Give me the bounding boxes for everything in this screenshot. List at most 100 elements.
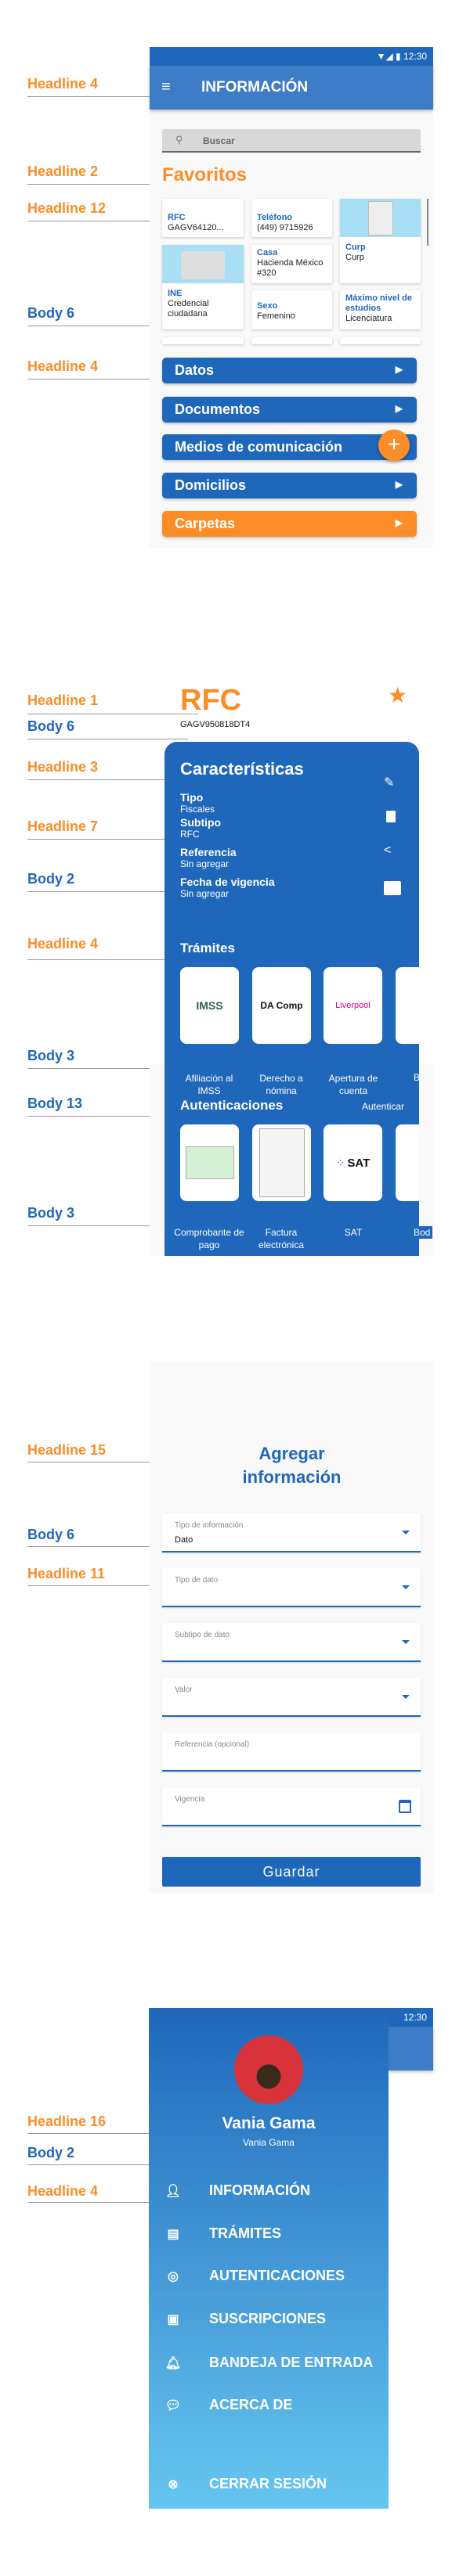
wifi-icon: ▼◢ ▮ xyxy=(376,51,403,62)
dacomp-logo: DA Comp xyxy=(260,1000,303,1011)
menu-item-bandeja[interactable]: 🔔︎BANDEJA DE ENTRADA xyxy=(161,2355,374,2371)
auth-tile-partial[interactable] xyxy=(396,1124,419,1201)
annotation-label: Headline 1 xyxy=(27,693,99,708)
auth-tile-sat[interactable]: ⁘SAT xyxy=(324,1124,382,1201)
user-name: Vania Gama xyxy=(222,2114,316,2132)
section-carpetas[interactable]: Carpetas ▶ xyxy=(162,511,417,537)
annotation-label: Headline 4 xyxy=(27,358,99,374)
auth-caption: Comprobante de pago xyxy=(174,1227,244,1250)
imss-logo: IMSS xyxy=(196,999,223,1012)
section-documentos[interactable]: Documentos▶ xyxy=(162,397,417,423)
menu-item-suscripciones[interactable]: ▣SUSCRIPCIONES xyxy=(161,2311,326,2327)
document-code: GAGV950818DT4 xyxy=(180,720,251,729)
tramite-caption: Afiliación al IMSS xyxy=(185,1073,233,1096)
scrollbar[interactable] xyxy=(427,199,428,246)
annotation-label: Headline 15 xyxy=(27,1442,107,1458)
field-value: Sin agregar xyxy=(180,858,230,869)
tramite-tile-nomina[interactable]: DA Comp xyxy=(252,967,311,1044)
star-favorite-icon[interactable]: ★ xyxy=(388,683,408,707)
save-button[interactable]: Guardar xyxy=(162,1857,421,1887)
search-placeholder: Buscar xyxy=(203,135,235,146)
calendar-icon[interactable] xyxy=(399,1800,411,1813)
menu-item-acerca[interactable]: 💬︎ACERCA DE xyxy=(161,2397,293,2413)
menu-label: AUTENTICACIONES xyxy=(209,2268,345,2283)
liverpool-logo: Liverpool xyxy=(335,1001,371,1010)
sat-logo: SAT xyxy=(347,1156,371,1170)
menu-label: TRÁMITES xyxy=(209,2225,281,2241)
annotation-label: Body 6 xyxy=(27,305,75,321)
annotation-label: Body 3 xyxy=(27,1205,75,1221)
tramite-caption: B xyxy=(414,1072,419,1083)
dropdown-arrow-icon xyxy=(402,1640,410,1644)
search-input[interactable]: ⚲ Buscar xyxy=(162,129,421,153)
favorite-card-telefono[interactable]: Teléfono(449) 9715926 xyxy=(251,199,332,237)
menu-icon[interactable]: ≡ xyxy=(161,78,171,95)
tramite-caption: Apertura de cuenta xyxy=(328,1073,378,1096)
avatar[interactable] xyxy=(234,2035,303,2104)
edit-pencil-icon[interactable]: ✎ xyxy=(384,776,395,790)
autenticar-link[interactable]: Autenticar xyxy=(362,1101,405,1112)
valor-select[interactable]: Valor xyxy=(162,1678,421,1717)
section-label: Medios de comunicación xyxy=(175,439,343,455)
ine-card-image xyxy=(162,245,244,283)
share-icon[interactable]: < xyxy=(384,844,392,857)
field-label: Subtipo xyxy=(180,816,222,829)
tramite-tile-cuenta[interactable]: Liverpool xyxy=(324,967,382,1044)
section-label: Carpetas xyxy=(175,516,236,531)
auth-tile-comprobante[interactable] xyxy=(180,1124,239,1201)
annotation-label: Headline 2 xyxy=(27,164,99,179)
tramite-tile-partial[interactable] xyxy=(396,967,419,1044)
trash-icon[interactable] xyxy=(386,811,396,822)
field-label: Tipo xyxy=(180,791,204,804)
tipo-dato-select[interactable]: Tipo de dato xyxy=(162,1568,421,1607)
annotation-label: Headline 16 xyxy=(27,2114,107,2129)
annotation-label: Body 2 xyxy=(27,871,75,887)
field-label: Referencia (opcional) xyxy=(175,1740,250,1749)
subtipo-dato-select[interactable]: Subtipo de dato xyxy=(162,1623,421,1662)
vigencia-date-input[interactable]: Vigencia xyxy=(162,1787,421,1826)
chevron-right-icon: ▶ xyxy=(395,517,403,528)
annotation-label: Headline 4 xyxy=(27,936,99,952)
fingerprint-icon: ◎ xyxy=(168,2269,179,2283)
section-domicilios[interactable]: Domicilios▶ xyxy=(162,473,417,498)
menu-item-tramites[interactable]: ▤TRÁMITES xyxy=(161,2225,281,2242)
tramite-tile-imss[interactable]: IMSS xyxy=(180,967,239,1044)
field-value: Dato xyxy=(175,1535,193,1545)
menu-label: INFORMACIÓN xyxy=(209,2182,310,2198)
card-value: GAGV64120... xyxy=(168,223,224,232)
section-medios[interactable]: Medios de comunicación xyxy=(162,434,417,460)
app-bar-behind xyxy=(389,2027,433,2071)
subscriptions-icon: ▣ xyxy=(167,2312,179,2326)
tramite-caption: Derecho a nómina xyxy=(259,1073,303,1096)
navigation-drawer: Vania Gama Vania Gama 👤︎INFORMACIÓN ▤TRÁ… xyxy=(149,2008,389,2509)
menu-item-informacion[interactable]: 👤︎INFORMACIÓN xyxy=(161,2182,310,2199)
referencia-input[interactable]: Referencia (opcional) xyxy=(162,1732,421,1772)
logout-button[interactable]: ⊗CERRAR SESIÓN xyxy=(161,2476,327,2492)
dropdown-arrow-icon xyxy=(402,1585,410,1589)
add-fab-button[interactable]: + xyxy=(378,430,410,461)
field-label: Valor xyxy=(175,1686,193,1694)
card-value: Credencial ciudadana xyxy=(168,299,209,318)
annotation-label: Headline 4 xyxy=(27,76,99,92)
section-label: Domicilios xyxy=(175,477,247,493)
characteristics-title: Características xyxy=(180,759,304,779)
folder-icon[interactable] xyxy=(384,881,401,895)
section-datos[interactable]: Datos▶ xyxy=(162,358,417,383)
sat-dots-icon: ⁘ xyxy=(335,1156,345,1169)
autenticaciones-title: Autenticaciones xyxy=(180,1098,284,1113)
annotation-label: Body 6 xyxy=(27,1527,75,1542)
annotation-label: Body 3 xyxy=(27,1048,75,1063)
menu-item-autenticaciones[interactable]: ◎ AUTENTICACIONES xyxy=(161,2268,345,2284)
annotation-label: Headline 12 xyxy=(27,200,107,216)
auth-tile-factura[interactable] xyxy=(252,1124,311,1201)
section-label: Datos xyxy=(175,362,215,378)
